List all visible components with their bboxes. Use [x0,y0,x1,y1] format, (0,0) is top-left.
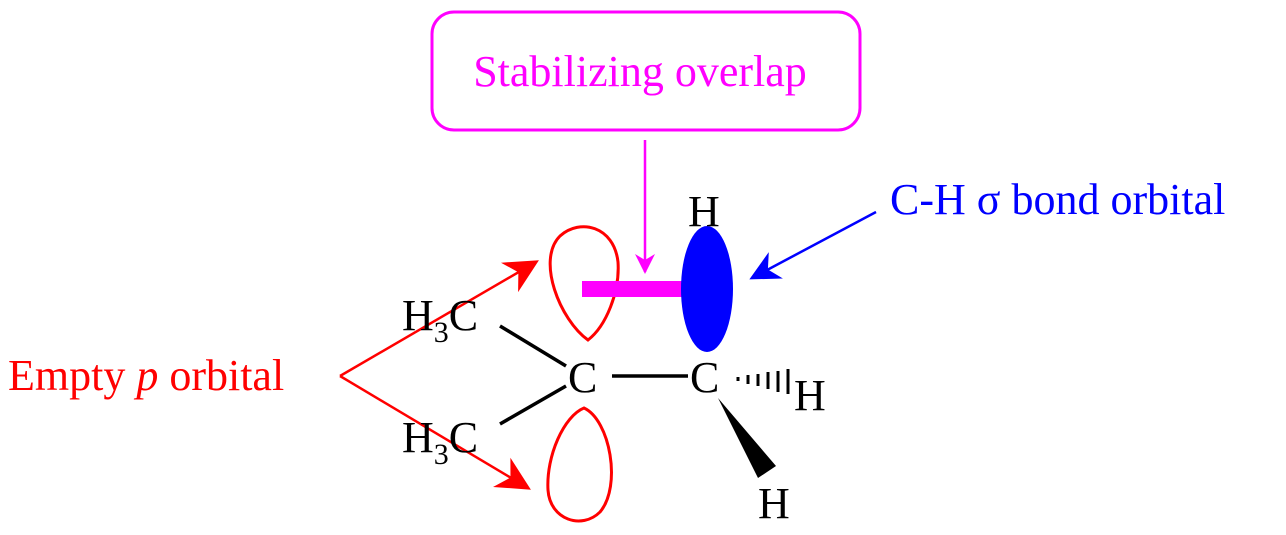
atom-h3c-top-sub: 3 [434,316,449,349]
atom-c-right: C [690,353,719,402]
empty-p-suffix: orbital [158,351,284,400]
stabilizing-overlap-label: Stabilizing overlap [473,47,807,96]
atom-c-center: C [568,353,597,402]
bond-h3c-top-c [499,324,567,368]
empty-p-arrow-lower [339,374,531,490]
atom-h-bottom: H [758,479,790,528]
atom-h3c-top-c: C [449,291,478,340]
stabilizing-overlap-box [430,10,862,132]
ch-sigma-orbital-label: C-H σ bond orbital [890,175,1225,224]
p-orbital-upper-lobe [548,225,620,342]
atom-h-top: H [688,187,720,236]
atom-h3c-bottom-c: C [449,413,478,462]
empty-p-prefix: Empty [8,351,136,400]
bond-h3c-bottom-c [499,384,567,426]
atom-h3c-bottom-sub: 3 [434,438,449,471]
atom-h3c-bottom: H3C [402,413,478,471]
empty-p-italic: p [133,351,158,400]
ch-sigma-orbital [681,226,733,352]
wedge-bond-bottom-h [718,398,776,478]
atom-h3c-top-h: H [402,291,434,340]
atom-h-right: H [794,371,826,420]
hashed-bond-right-h [736,369,790,394]
empty-p-orbital-label: Empty p orbital [8,351,284,400]
atom-h3c-bottom-h: H [402,413,434,462]
p-orbital-lower-lobe [546,406,613,523]
atom-h3c-top: H3C [402,291,478,349]
overlap-bar [582,281,708,297]
empty-p-arrow-upper [339,260,539,378]
sigma-orbital-arrow [749,210,877,280]
